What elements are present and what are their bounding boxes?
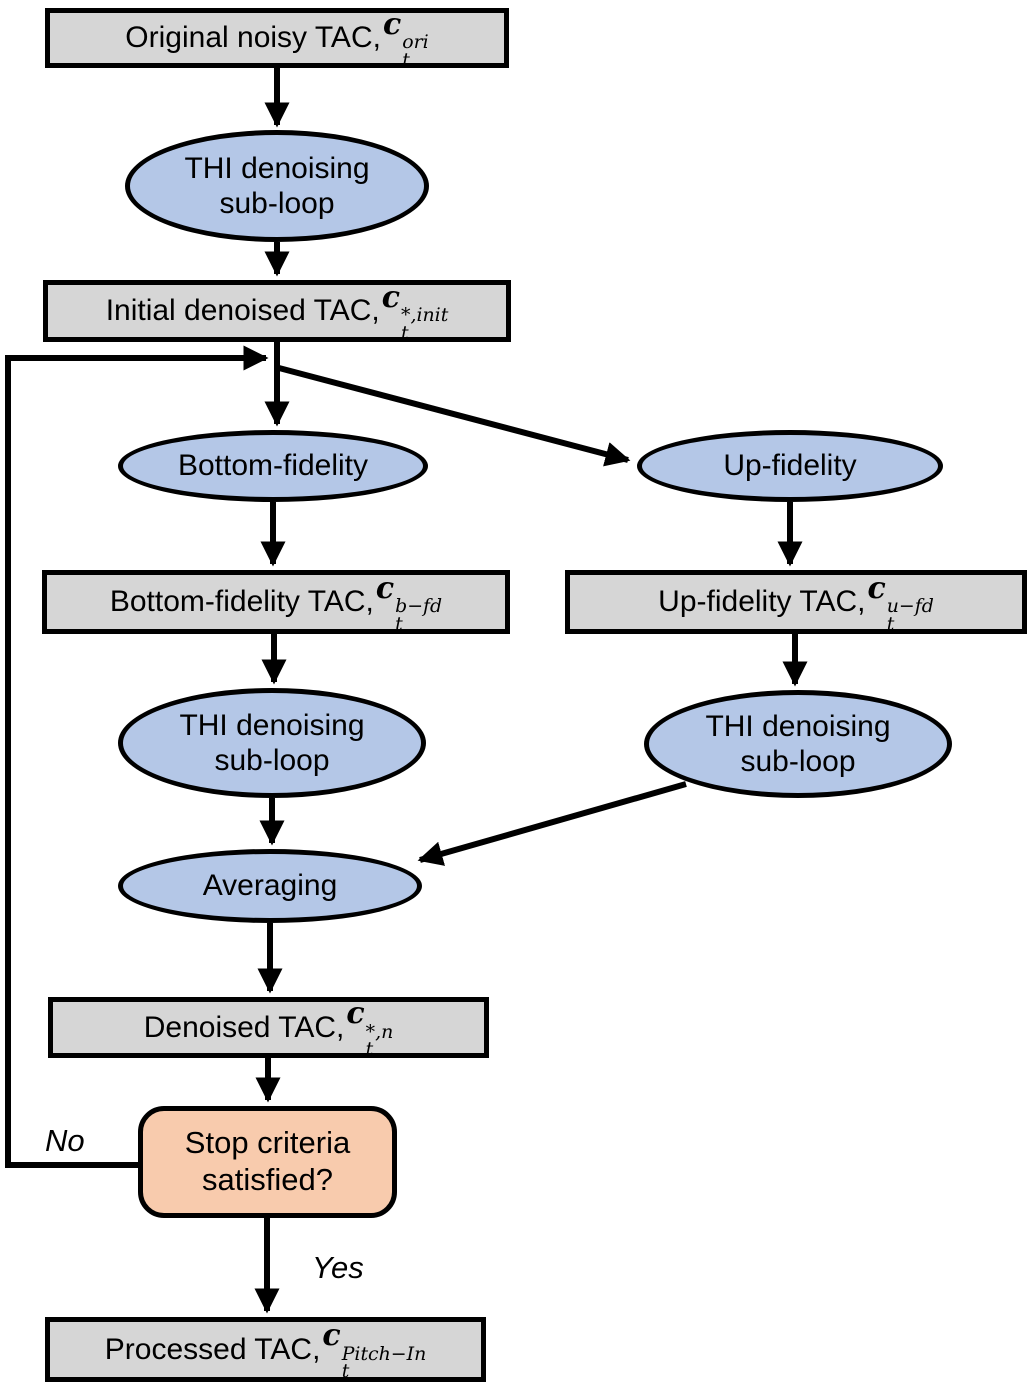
node-up-fidelity: Up-fidelity	[637, 430, 943, 502]
node-thi-denoising-subloop-1: THI denoising sub-loop	[125, 130, 429, 242]
node-label: THI denoising sub-loop	[184, 151, 370, 220]
node-averaging: Averaging	[118, 849, 422, 923]
node-label: Processed TAC,	[104, 1332, 321, 1366]
node-label: Up-fidelity	[723, 449, 857, 483]
edge-label-no: No	[45, 1123, 85, 1158]
node-label: Bottom-fidelity TAC,	[109, 585, 374, 619]
node-thi-denoising-subloop-2: THI denoising sub-loop	[118, 688, 426, 798]
node-label: Denoised TAC,	[143, 1010, 345, 1044]
node-stop-criteria-decision: Stop criteria satisfied?	[138, 1106, 397, 1218]
edge-label-yes: Yes	[312, 1250, 364, 1285]
node-label: Up-fidelity TAC,	[658, 585, 866, 619]
node-label: Bottom-fidelity	[177, 449, 369, 483]
node-label: Stop criteria satisfied?	[184, 1125, 351, 1197]
node-label: Original noisy TAC,	[125, 21, 381, 55]
node-label: THI denoising sub-loop	[705, 709, 891, 778]
node-thi-denoising-subloop-3: THI denoising sub-loop	[644, 690, 952, 798]
node-label: Initial denoised TAC,	[105, 294, 380, 328]
node-label: Averaging	[202, 869, 338, 903]
edge-thi3-to-averaging	[417, 781, 687, 866]
node-bottom-fidelity: Bottom-fidelity	[118, 430, 428, 502]
node-label: THI denoising sub-loop	[179, 708, 365, 777]
